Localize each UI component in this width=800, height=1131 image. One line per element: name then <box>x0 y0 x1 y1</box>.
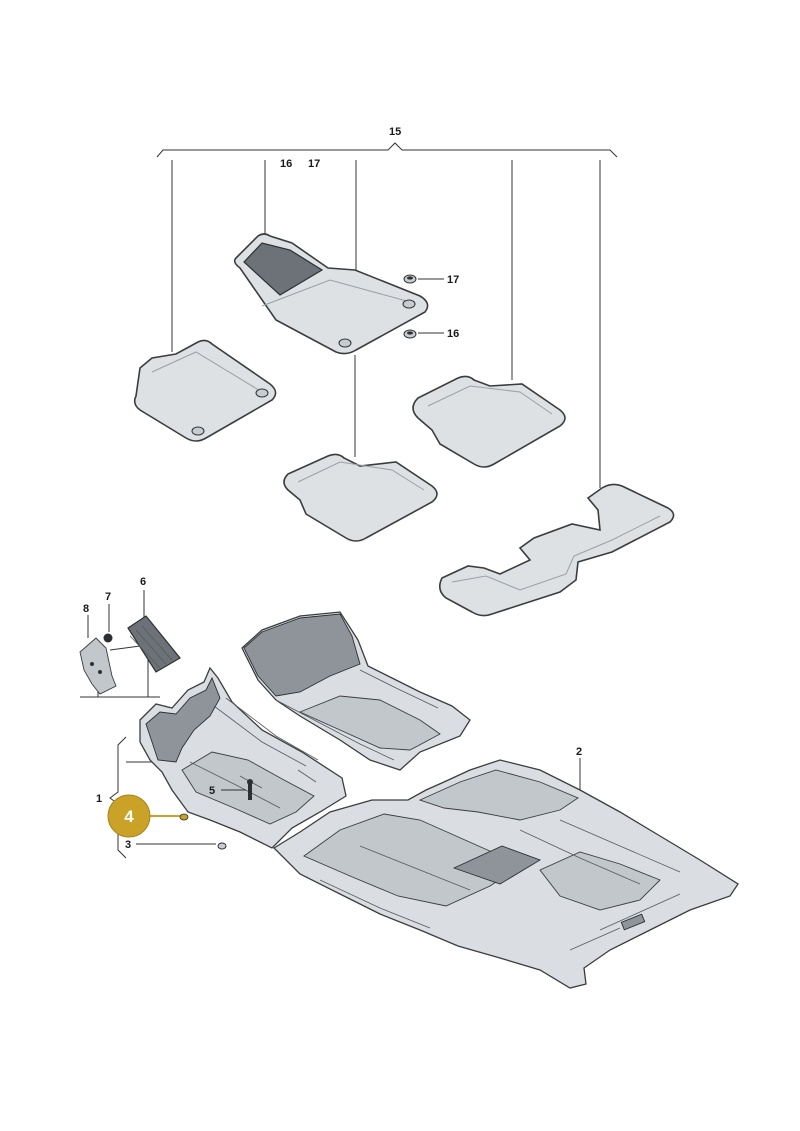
highlight-4 <box>107 794 189 838</box>
clip-16 <box>403 329 444 339</box>
callout-17-clip: 17 <box>447 274 459 286</box>
clip-17 <box>403 274 444 284</box>
callout-7: 7 <box>105 591 111 603</box>
rear-left-mat <box>283 453 438 542</box>
callout-16-top: 16 <box>280 158 292 170</box>
callout-3: 3 <box>125 839 131 851</box>
third-row-mat <box>438 483 675 617</box>
callout-17-top: 17 <box>308 158 320 170</box>
passenger-front-mat <box>133 339 277 442</box>
bracket-1 <box>109 736 152 859</box>
callout-6: 6 <box>140 576 146 588</box>
callout-4-highlight: 4 <box>124 807 134 826</box>
callout-8: 8 <box>83 603 89 615</box>
rear-upper-carpet <box>241 611 471 771</box>
mat-set-bracket <box>156 142 618 488</box>
small-parts-group <box>79 590 181 698</box>
callout-2: 2 <box>576 746 582 758</box>
rear-floor-carpet <box>272 759 739 989</box>
callout-16-clip: 16 <box>447 328 459 340</box>
callout-5: 5 <box>209 785 215 797</box>
fastener-5 <box>221 779 253 800</box>
callout-1: 1 <box>96 793 102 805</box>
callout-15: 15 <box>389 126 401 138</box>
driver-front-mat <box>233 233 429 355</box>
clip-3 <box>136 842 227 850</box>
rear-right-mat <box>412 375 566 468</box>
